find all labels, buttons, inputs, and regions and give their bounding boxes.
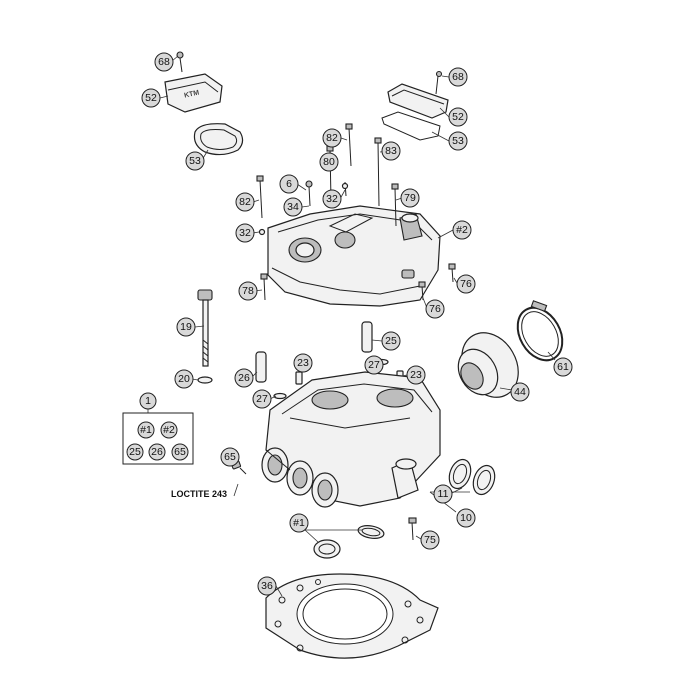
- svg-text:26: 26: [151, 446, 163, 458]
- svg-text:19: 19: [180, 321, 192, 333]
- callout-32-left: 32: [235, 223, 255, 243]
- callout-27-left: 27: [252, 389, 272, 409]
- svg-text:6: 6: [286, 178, 292, 190]
- svg-text:KTM: KTM: [184, 89, 200, 99]
- svg-text:52: 52: [145, 92, 157, 104]
- svg-text:32: 32: [239, 227, 251, 239]
- svg-text:10: 10: [460, 512, 472, 524]
- svg-text:1: 1: [145, 395, 151, 407]
- svg-text:#2: #2: [456, 224, 468, 236]
- callout-26: 26: [234, 368, 254, 388]
- callout-44: 44: [510, 382, 530, 402]
- svg-text:#2: #2: [163, 424, 175, 436]
- svg-text:68: 68: [158, 56, 170, 68]
- callout-6: 6: [279, 174, 299, 194]
- svg-text:23: 23: [410, 369, 422, 381]
- port-seals: [448, 458, 496, 496]
- housing-bolts: [256, 123, 456, 301]
- callout-52-left: 52: [141, 88, 161, 108]
- head-gasket: [265, 573, 439, 659]
- callout-11: 11: [433, 484, 453, 504]
- callout-82-left: 82: [235, 192, 255, 212]
- callout-53-right: 53: [448, 131, 468, 151]
- svg-text:76: 76: [460, 278, 472, 290]
- callout-10: 10: [456, 508, 476, 528]
- callout-83: 83: [381, 141, 401, 161]
- svg-text:53: 53: [189, 155, 201, 167]
- svg-text:75: 75: [424, 534, 436, 546]
- svg-text:26: 26: [238, 372, 250, 384]
- callout-20: 20: [174, 369, 194, 389]
- kit-item-2: #2: [160, 421, 178, 439]
- kit-item-25: 25: [126, 443, 144, 461]
- svg-text:82: 82: [239, 196, 251, 208]
- callout-34: 34: [283, 197, 303, 217]
- valve-cover-left: KTM: [164, 51, 223, 113]
- hose-clamp: [516, 300, 564, 362]
- callout-78: 78: [238, 281, 258, 301]
- cylinder-head: [261, 371, 441, 508]
- callout-80: 80: [319, 152, 339, 172]
- callout-19: 19: [176, 317, 196, 337]
- svg-text:68: 68: [452, 71, 464, 83]
- svg-text:82: 82: [326, 132, 338, 144]
- svg-text:36: 36: [261, 580, 273, 592]
- svg-text:20: 20: [178, 373, 190, 385]
- callout-1-head: #1: [289, 513, 309, 533]
- intake-manifold: [457, 332, 519, 398]
- callout-1-kit: 1: [139, 392, 157, 410]
- svg-text:83: 83: [385, 145, 397, 157]
- svg-text:27: 27: [256, 393, 268, 405]
- kit-item-65: 65: [171, 443, 189, 461]
- svg-text:76: 76: [429, 303, 441, 315]
- callout-36: 36: [257, 576, 277, 596]
- callout-25: 25: [381, 331, 401, 351]
- svg-text:78: 78: [242, 285, 254, 297]
- callout-68-left: 68: [154, 52, 174, 72]
- svg-text:53: 53: [452, 135, 464, 147]
- callout-23-left: 23: [293, 353, 313, 373]
- svg-text:65: 65: [224, 451, 236, 463]
- svg-text:52: 52: [452, 111, 464, 123]
- svg-text:61: 61: [557, 361, 569, 373]
- kit-item-26: 26: [148, 443, 166, 461]
- callout-76-bottom: 76: [425, 299, 445, 319]
- callout-53-left: 53: [185, 151, 205, 171]
- cover-gasket-right: [381, 111, 441, 141]
- callout-65: 65: [220, 447, 240, 467]
- loctite-note: LOCTITE 243: [171, 489, 227, 499]
- callout-32-mid: 32: [322, 189, 342, 209]
- callout-52-right: 52: [448, 107, 468, 127]
- callout-23-right: 23: [406, 365, 426, 385]
- callout-68-right: 68: [448, 67, 468, 87]
- callout-2-housing: #2: [452, 220, 472, 240]
- cover-gasket-left: [193, 123, 244, 156]
- o-rings: [313, 525, 385, 559]
- camshaft-housing: [267, 205, 441, 307]
- svg-text:#1: #1: [293, 517, 305, 529]
- svg-text:79: 79: [404, 192, 416, 204]
- svg-text:65: 65: [174, 446, 186, 458]
- svg-text:25: 25: [385, 335, 397, 347]
- head-bolt: [197, 289, 213, 384]
- callout-61: 61: [553, 357, 573, 377]
- callout-82-top: 82: [322, 128, 342, 148]
- callout-27-right: 27: [364, 355, 384, 375]
- svg-text:25: 25: [129, 446, 141, 458]
- svg-text:27: 27: [368, 359, 380, 371]
- callout-79: 79: [400, 188, 420, 208]
- svg-text:80: 80: [323, 156, 335, 168]
- callout-76-right: 76: [456, 274, 476, 294]
- kit-item-1: #1: [137, 421, 155, 439]
- svg-text:32: 32: [326, 193, 338, 205]
- callout-75: 75: [420, 530, 440, 550]
- svg-text:44: 44: [514, 386, 526, 398]
- svg-text:23: 23: [297, 357, 309, 369]
- svg-text:#1: #1: [140, 424, 152, 436]
- svg-text:34: 34: [287, 201, 299, 213]
- valve-cover-right: [387, 70, 449, 119]
- svg-text:11: 11: [438, 488, 449, 500]
